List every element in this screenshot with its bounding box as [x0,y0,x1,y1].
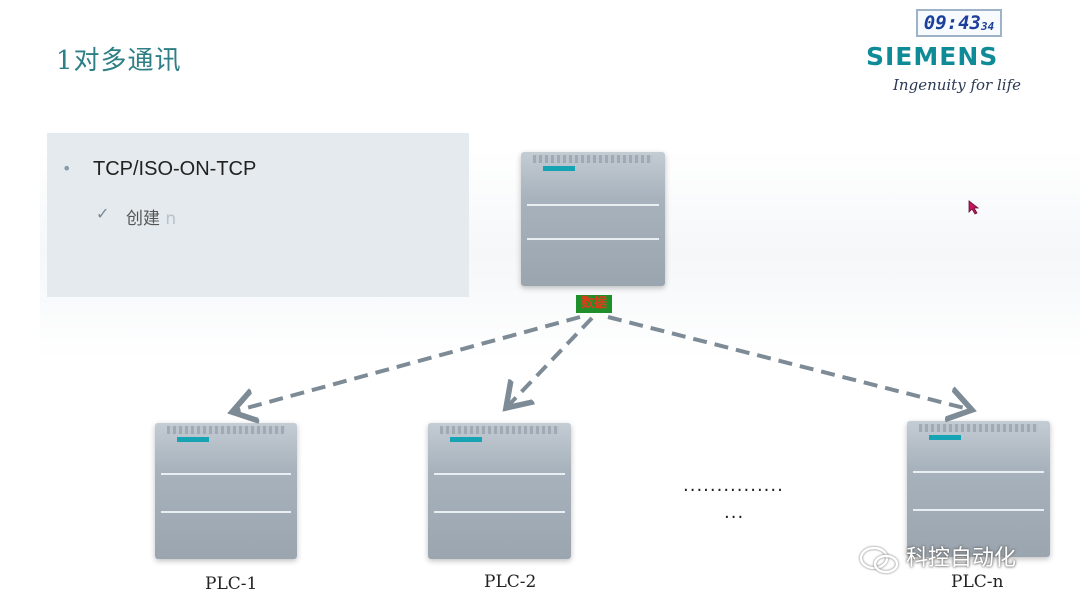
clock-seconds: 34 [980,19,995,33]
arrow-to-plc-1 [232,315,581,412]
clock-widget: 09:43 34 [916,9,1002,37]
brand-tagline: Ingenuity for life [893,76,1021,94]
arrow-to-plc-2 [506,316,594,408]
plc-n-label: PLC-n [951,572,1004,592]
plc-master-device [521,152,665,286]
plc-n-device [907,421,1050,557]
wechat-icon [859,546,899,574]
plc-2-device [428,423,571,559]
plc-1-label: PLC-1 [205,574,258,594]
bullet-icon: • [62,159,72,178]
siemens-logo: SIEMENS [866,42,999,71]
sub-item-faded: n [160,209,177,229]
sub-item-main: 创建 [126,209,160,229]
slide-title: 1对多通讯 [56,46,182,76]
checkmark-icon: ✓ [96,204,110,223]
clock-time: 09:43 [923,12,981,34]
plc-1-device [155,423,297,559]
ellipsis-short: ... [724,502,745,523]
arrow-to-plc-n [607,315,972,410]
mouse-cursor-icon [968,200,980,215]
ellipsis-long: ............... [683,475,784,496]
sub-item-text: 创建 n [126,204,176,229]
content-box [47,133,469,297]
bullet-text: TCP/ISO-ON-TCP [93,158,257,180]
data-tag: 数据 [576,295,612,313]
watermark-text: 科控自动化 [906,546,1017,571]
plc-2-label: PLC-2 [484,572,537,592]
